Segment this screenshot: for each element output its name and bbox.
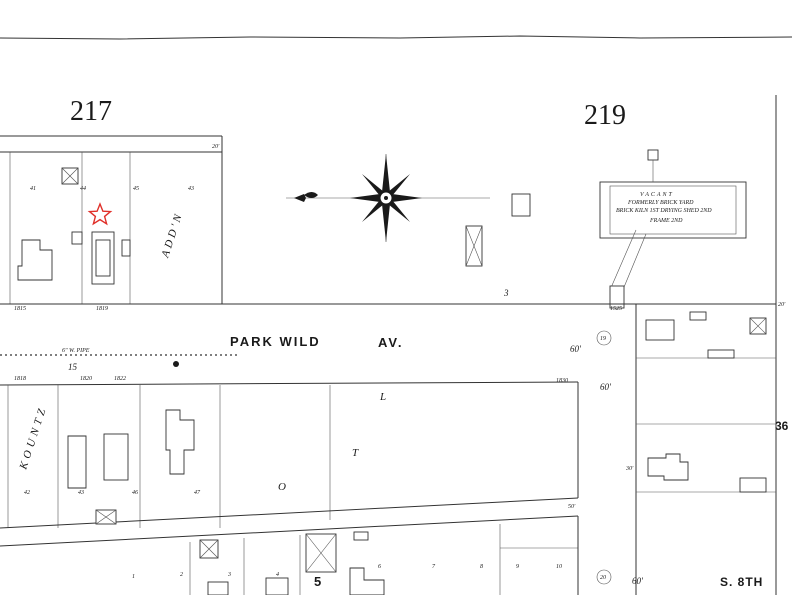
hydrant-icon <box>173 361 179 367</box>
factory-label: BRICK KILN 1ST DRYING SHED 2ND <box>616 208 712 214</box>
lot-number: 3 <box>227 572 231 578</box>
compass-rose <box>286 154 490 242</box>
width-label: 50' <box>568 504 576 510</box>
star-icon <box>87 202 113 226</box>
factory-label: FORMERLY BRICK YARD <box>627 200 694 206</box>
width-label: 60' <box>600 382 612 392</box>
sheet-top-edge <box>0 35 792 40</box>
building <box>645 319 675 341</box>
addition-label: ADD'N <box>159 210 185 260</box>
lot-number: 43 <box>188 185 194 192</box>
edge-plate-number: 36 <box>775 419 789 433</box>
lot-letter: O <box>278 481 286 493</box>
width-label: 60' <box>632 576 644 586</box>
lot-number: 6 <box>378 564 381 570</box>
street-edge <box>0 381 579 386</box>
upper-left-block: 41 44 45 43 20' ADD'N 1815 1819 <box>0 135 223 312</box>
street-name-kountz: KOUNTZ <box>17 404 49 472</box>
street-suffix: AV. <box>378 335 404 350</box>
block-number: 15 <box>68 362 78 372</box>
circled-number: 19 <box>600 336 606 342</box>
lot-number: 7 <box>432 564 436 570</box>
building <box>165 409 195 475</box>
lot-number: 2 <box>180 572 183 578</box>
lot-number: 47 <box>194 489 201 496</box>
lot-letter: T <box>352 447 359 459</box>
building <box>17 239 53 281</box>
street-name-s8th: S. 8TH <box>720 575 763 589</box>
lot-number: 42 <box>24 489 30 496</box>
lot-letter: L <box>379 391 386 403</box>
house-number: 1830 <box>556 378 568 384</box>
lot-number: 46 <box>132 489 138 496</box>
circled-number-badge <box>596 330 612 346</box>
factory-building: VACANT FORMERLY BRICK YARD BRICK KILN 1S… <box>599 149 747 309</box>
building <box>67 435 87 489</box>
width-label: 20' <box>778 302 786 308</box>
lot-number: 9 <box>516 564 519 570</box>
house-number: 1822 <box>114 376 126 382</box>
house-number: 1819 <box>96 306 108 312</box>
pipe-label: 6" W. PIPE <box>62 348 90 354</box>
factory-label: FRAME 2ND <box>649 218 683 224</box>
lot-number: 43 <box>78 489 84 496</box>
block-number: 3 <box>503 288 509 298</box>
plate-number-219: 219 <box>584 100 626 131</box>
width-label: 60' <box>570 344 582 354</box>
house-number: 1818 <box>14 376 26 382</box>
lot-number: 8 <box>480 564 483 570</box>
lot-number: 44 <box>80 185 86 192</box>
lower-left-block: 1818 1820 1822 1830 KOUNTZ L O T 42 43 4… <box>0 376 579 547</box>
lot-number: 4 <box>276 571 279 578</box>
bottom-block: 1 2 3 4 6 7 8 9 10 5 <box>132 516 579 595</box>
lot-number: 10 <box>556 564 562 570</box>
circled-number: 20 <box>600 575 606 581</box>
house-number: 1820 <box>80 376 92 382</box>
street-name: PARK WILD <box>230 334 321 349</box>
width-label: 30' <box>625 466 634 472</box>
building <box>103 433 129 481</box>
lot-number: 1 <box>132 574 135 580</box>
building <box>71 231 83 245</box>
block-number: 5 <box>314 574 321 589</box>
building <box>647 453 689 481</box>
factory-label: VACANT <box>640 192 674 198</box>
plate-number-217: 217 <box>70 96 112 127</box>
building <box>511 193 531 217</box>
lot-number: 45 <box>133 185 139 192</box>
house-number: 1525 <box>610 306 622 312</box>
lot-number: 41 <box>30 185 36 192</box>
width-label: 20' <box>212 144 220 150</box>
house-number: 1815 <box>14 306 26 312</box>
